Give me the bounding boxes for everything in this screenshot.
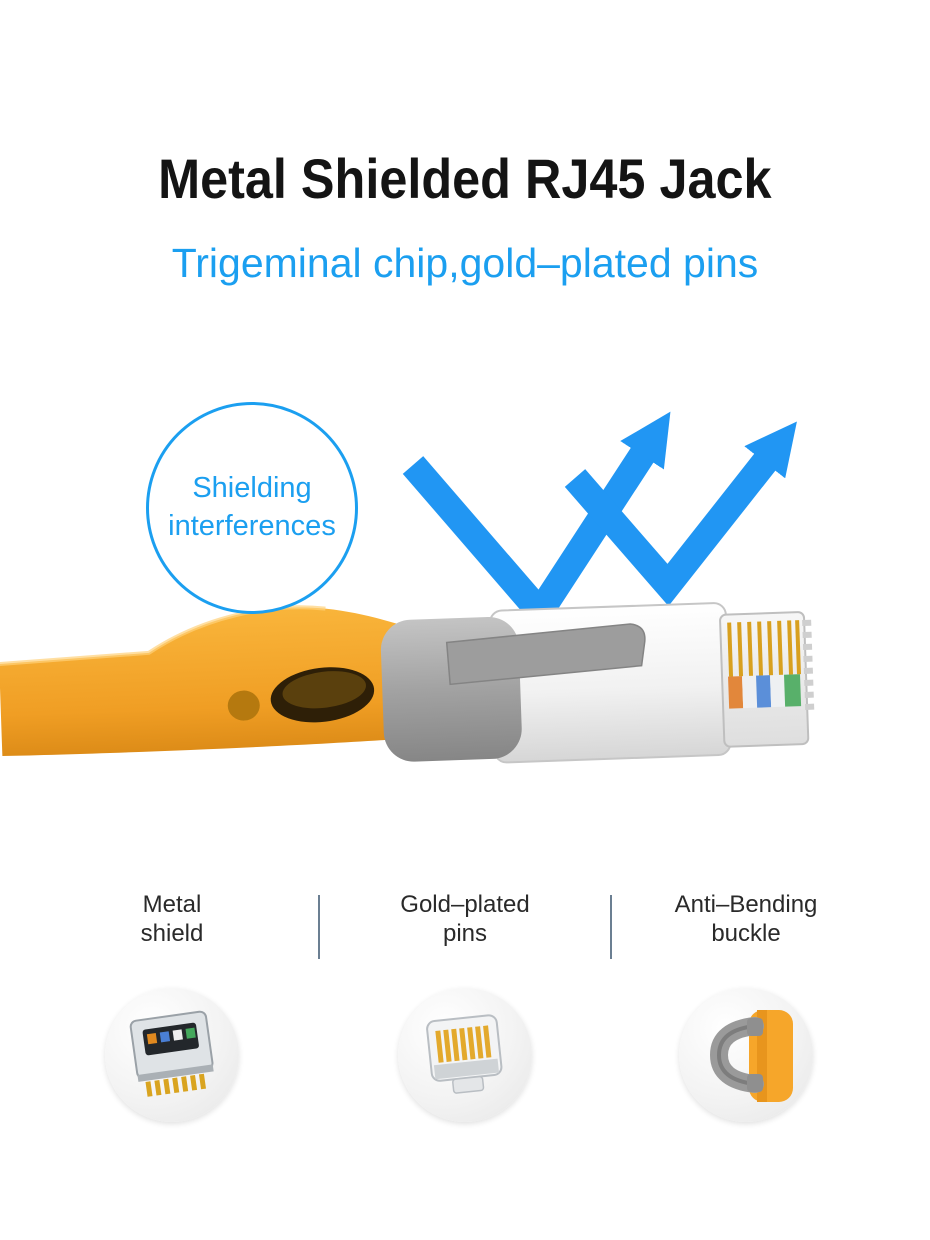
feature-section: Metal shield: [0, 890, 930, 1140]
metal-shield-photo: [105, 988, 239, 1122]
cable-illustration: [0, 602, 815, 764]
signal-arrows-icon: [402, 411, 797, 635]
feature-label: Anti–Bending buckle: [675, 890, 818, 956]
feature-label: Metal shield: [141, 890, 204, 956]
page-subtitle-wrap: Trigeminal chip,gold–plated pins: [0, 240, 930, 287]
feature-label-line1: Gold–plated: [400, 891, 530, 918]
connector-tip: [719, 611, 815, 748]
tip-teeth: [802, 619, 815, 710]
feature-divider-1: [318, 895, 320, 959]
shielding-callout-line2: interferences: [168, 510, 336, 542]
feature-divider-2: [610, 895, 612, 959]
page-subtitle: Trigeminal chip,gold–plated pins: [171, 240, 759, 286]
feature-label-line2: pins: [442, 920, 488, 948]
metal-shield-connector-icon: [129, 1010, 214, 1097]
shielding-callout: Shielding interferences: [146, 402, 358, 614]
feature-label-line2: shield: [140, 920, 204, 948]
feature-metal-shield: Metal shield: [42, 890, 302, 1122]
gold-pins: [727, 620, 802, 677]
buckle-oval-hole-inner: [282, 671, 367, 709]
feature-anti-bending-buckle: Anti–Bending buckle: [616, 890, 876, 1122]
page-title-wrap: Metal Shielded RJ45 Jack: [0, 146, 930, 211]
gold-plated-pins-photo: [398, 988, 532, 1122]
page-title: Metal Shielded RJ45 Jack: [158, 147, 772, 210]
feature-label: Gold–plated pins: [400, 890, 529, 956]
feature-gold-plated-pins: Gold–plated pins: [335, 890, 595, 1122]
latch-tab: [445, 623, 646, 686]
product-illustration: [0, 411, 815, 764]
feature-label-line1: Anti–Bending: [674, 891, 818, 918]
anti-bending-buckle-photo: [679, 988, 813, 1122]
anti-bending-buckle-icon: [709, 1010, 793, 1102]
shielding-callout-line1: Shielding: [192, 472, 312, 505]
rj45-connector: [380, 602, 815, 764]
gold-pins-connector-icon: [426, 1014, 503, 1094]
yellow-cable: [0, 605, 454, 757]
buckle-small-hole: [227, 690, 260, 721]
feature-label-line2: buckle: [711, 920, 781, 948]
feature-label-line1: Metal: [142, 891, 202, 918]
